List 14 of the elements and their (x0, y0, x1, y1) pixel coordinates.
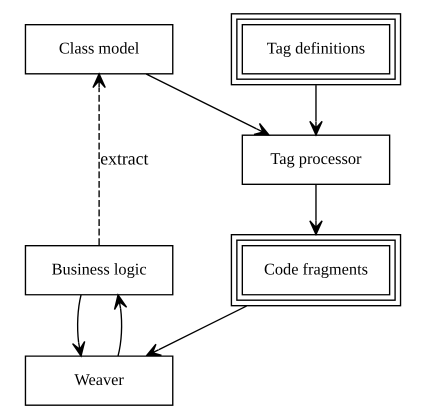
arrow (309, 184, 323, 236)
arrow (146, 73, 270, 136)
node-box: Weaver (24, 355, 174, 406)
arrow (146, 305, 248, 356)
arrow (309, 85, 323, 136)
node-box: Tag definitions (230, 13, 402, 86)
arrow (114, 294, 128, 356)
node-box: Class model (24, 24, 174, 74)
node-box: Code fragments (230, 234, 402, 306)
edge-label: extract (100, 148, 148, 168)
arrow (92, 73, 106, 245)
arrow (72, 294, 86, 357)
node-box: Business logic (24, 244, 174, 296)
node-box: Tag processor (242, 134, 390, 185)
